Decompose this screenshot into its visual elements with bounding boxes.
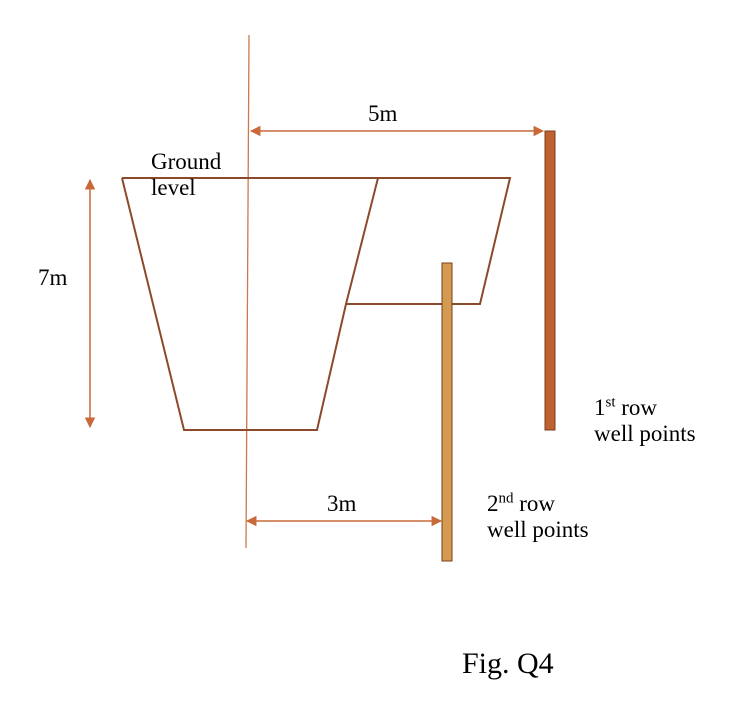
excavation-upper-outline bbox=[122, 177, 512, 305]
ground-level-label: Ground level bbox=[151, 149, 221, 202]
well-points-row1-label-line1: 1st row bbox=[594, 395, 696, 421]
row2-word: row bbox=[513, 491, 556, 516]
well-point-row1 bbox=[544, 130, 556, 431]
row2-suffix: nd bbox=[498, 490, 514, 507]
row1-suffix: st bbox=[605, 394, 616, 411]
centerline bbox=[245, 34, 250, 549]
ground-level-label-line1: Ground bbox=[151, 149, 222, 174]
well-points-row1-label-line2: well points bbox=[594, 421, 696, 447]
well-points-row2-label-line1: 2nd row bbox=[487, 491, 589, 517]
row2-number: 2 bbox=[487, 491, 499, 516]
well-points-row2-label: 2nd row well points bbox=[487, 491, 589, 544]
excavation-lower-outline bbox=[121, 177, 379, 431]
ground-level-label-line2: level bbox=[151, 175, 196, 201]
row1-word: row bbox=[615, 395, 658, 420]
dimension-label-3m: 3m bbox=[327, 491, 357, 516]
well-point-row2 bbox=[441, 262, 453, 562]
dimension-label-5m: 5m bbox=[368, 101, 398, 126]
row1-number: 1 bbox=[594, 395, 606, 420]
well-points-row1-label: 1st row well points bbox=[594, 395, 696, 448]
dimension-label-7m: 7m bbox=[38, 265, 68, 290]
figure-caption: Fig. Q4 bbox=[462, 647, 554, 680]
well-points-row2-label-line2: well points bbox=[487, 517, 589, 543]
